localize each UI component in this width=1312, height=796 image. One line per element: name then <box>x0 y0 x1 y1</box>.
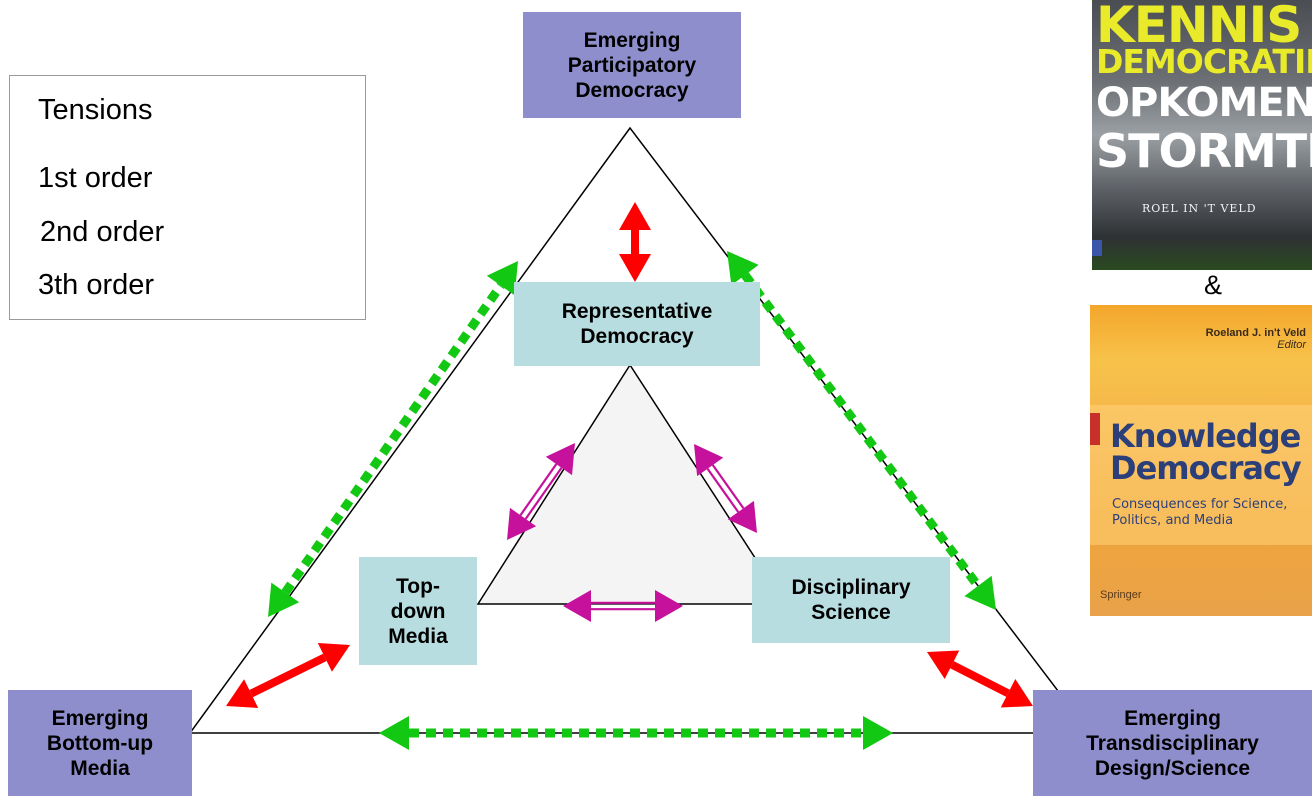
tension-arrow-disciplinary-transdisciplinary <box>927 650 1033 708</box>
legend-first-order-label: 1st order <box>38 162 153 194</box>
book2-band <box>1090 405 1312 545</box>
book1-publisher-mark <box>1092 240 1102 256</box>
book2-editor: Roeland J. in't Veld <box>1205 327 1306 339</box>
node-emerging-transdisciplinary-design-science: Emerging Transdisciplinary Design/Scienc… <box>1033 690 1312 796</box>
legend-second-order-label: 2nd order <box>40 216 165 248</box>
book2-red-marker <box>1090 413 1100 445</box>
tension-arrow-participatory-representative <box>619 202 651 282</box>
book1-author: ROEL IN 'T VELD <box>1142 202 1257 215</box>
tension-arrow-participatory-transdisciplinary <box>727 251 996 610</box>
tension-arrow-representative-disciplinary <box>694 444 757 533</box>
tension-arrow-bottomup-participatory <box>268 261 518 617</box>
node-disciplinary-science: Disciplinary Science <box>752 557 950 643</box>
node-emerging-participatory-democracy: Emerging Participatory Democracy <box>523 12 741 118</box>
book1-title-line1: KENNIS <box>1096 0 1302 54</box>
legend-title: Tensions <box>38 94 153 126</box>
node-representative-democracy: Representative Democracy <box>514 282 760 366</box>
node-top-down-media: Top- down Media <box>359 557 477 665</box>
ampersand: & <box>1204 270 1223 300</box>
book2-publisher: Springer <box>1100 589 1142 601</box>
book1-title-line2: DEMOCRATIE <box>1096 42 1312 81</box>
tension-arrow-topdown-disciplinary <box>563 590 683 622</box>
legend-third-order-label: 3th order <box>38 269 155 301</box>
book2-subtitle-line2: Politics, and Media <box>1112 513 1234 528</box>
legend-box: Tensions 1st order 2nd order 3th order <box>9 75 366 320</box>
book2-title-line1: Knowledge <box>1110 417 1301 455</box>
tension-arrow-topdown-representative <box>507 443 575 540</box>
tension-arrow-bottomup-topdown <box>226 643 350 708</box>
book2-editor-role: Editor <box>1277 339 1306 351</box>
book1-title-line3: OPKOMEND <box>1096 80 1312 126</box>
book2-title-line2: Democracy <box>1110 449 1302 487</box>
inner-triangle <box>476 363 787 605</box>
book1-title-line4: STORMTIJ <box>1096 124 1312 178</box>
book2-subtitle-line1: Consequences for Science, <box>1112 497 1288 512</box>
tension-arrow-bottomup-transdisciplinary <box>379 716 893 750</box>
book-cover-knowledge-democracy: Roeland J. in't Veld Editor Knowledge De… <box>1090 305 1312 616</box>
book-cover-kennisdemocratie: KENNIS DEMOCRATIE OPKOMEND STORMTIJ ROEL… <box>1092 0 1312 270</box>
node-emerging-bottom-up-media: Emerging Bottom-up Media <box>8 690 192 796</box>
